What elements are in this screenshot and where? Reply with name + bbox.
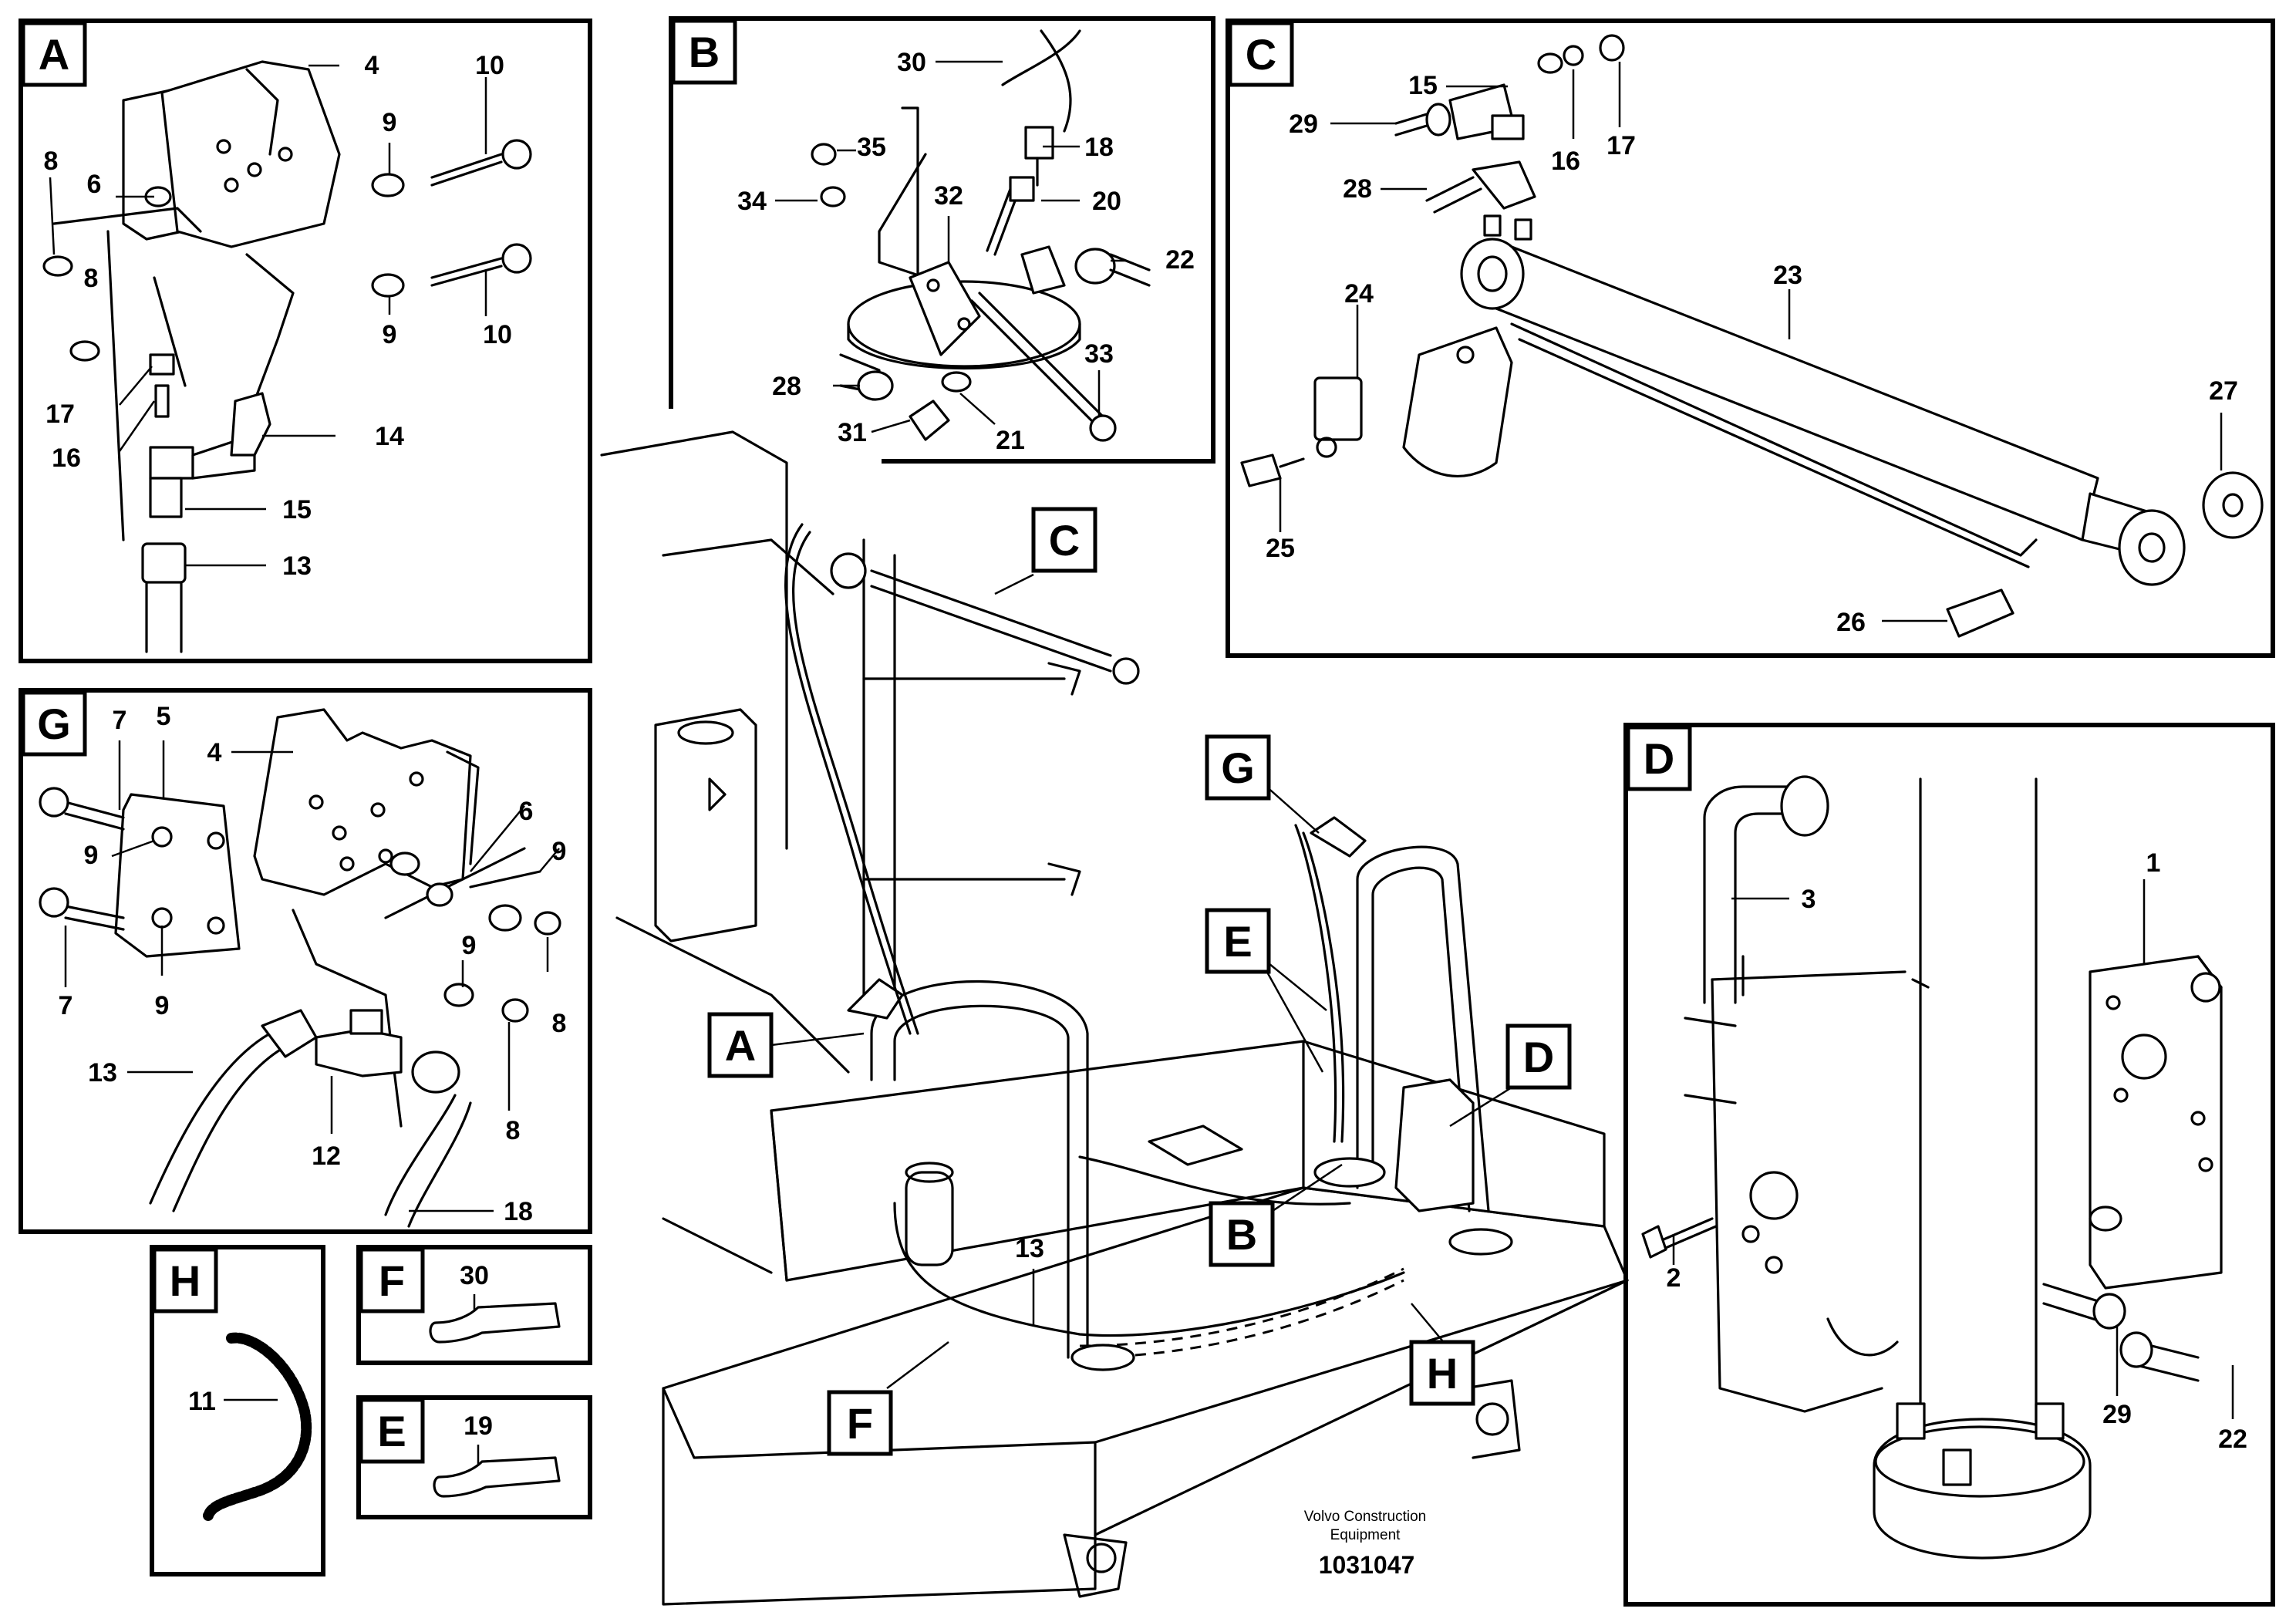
footer-company-line1: Volvo Construction xyxy=(1304,1509,1426,1525)
callout-main-13: 13 xyxy=(1015,1234,1044,1263)
callout-c-28: 28 xyxy=(1343,174,1372,204)
main-assembly-drawing xyxy=(600,430,1629,1606)
callout-b-30: 30 xyxy=(897,48,926,77)
callout-c-29: 29 xyxy=(1289,110,1318,139)
callout-c-15: 15 xyxy=(1408,71,1438,100)
callout-b-22: 22 xyxy=(1165,245,1195,275)
callout-h-11: 11 xyxy=(188,1387,216,1416)
callout-a-10-bottom: 10 xyxy=(483,320,512,349)
callout-d-2: 2 xyxy=(1667,1263,1681,1293)
detail-letter-g: G xyxy=(37,700,71,748)
callout-b-35: 35 xyxy=(857,133,886,162)
marker-d: D xyxy=(1523,1033,1554,1081)
callout-a-6: 6 xyxy=(87,170,102,199)
detail-letter-h: H xyxy=(170,1256,201,1305)
marker-h: H xyxy=(1427,1349,1458,1398)
callout-a-14: 14 xyxy=(375,422,404,451)
detail-view-a: 4 10 9 8 6 8 9 10 17 16 14 15 13 A xyxy=(19,19,592,663)
detail-view-c: 15 29 16 17 28 23 24 27 25 26 C xyxy=(1226,19,2275,658)
callout-b-18: 18 xyxy=(1084,133,1114,162)
callout-c-17: 17 xyxy=(1607,131,1636,160)
detail-letter-a: A xyxy=(39,30,69,79)
callout-c-25: 25 xyxy=(1266,534,1295,563)
callout-d-22: 22 xyxy=(2218,1425,2247,1454)
callout-g-6: 6 xyxy=(519,797,534,826)
callout-d-3: 3 xyxy=(1802,885,1816,914)
callout-d-1: 1 xyxy=(2146,848,2161,878)
callout-g-9-a: 9 xyxy=(84,841,99,870)
footer-doc-number: 1031047 xyxy=(1319,1551,1415,1579)
callout-g-4: 4 xyxy=(207,738,222,767)
callout-g-9-c: 9 xyxy=(462,931,477,960)
callout-e-19: 19 xyxy=(464,1411,493,1441)
detail-view-d: 3 1 2 29 22 D xyxy=(1623,723,2275,1607)
callout-c-23: 23 xyxy=(1773,261,1802,290)
callout-a-16: 16 xyxy=(52,443,81,473)
detail-view-g: 7 5 4 6 9 9 9 7 9 9 8 13 12 8 18 G xyxy=(19,688,592,1234)
callout-c-27: 27 xyxy=(2209,376,2238,406)
detail-letter-c: C xyxy=(1246,30,1276,79)
callout-a-8-mid: 8 xyxy=(84,264,99,293)
detail-view-e: 19 E xyxy=(356,1395,592,1519)
detail-letter-e: E xyxy=(377,1407,406,1455)
callout-a-8-top: 8 xyxy=(44,147,59,176)
callout-b-34: 34 xyxy=(737,187,767,216)
callout-b-32: 32 xyxy=(934,181,963,211)
callout-a-10-top: 10 xyxy=(475,51,504,80)
detail-letter-d: D xyxy=(1644,734,1674,783)
callout-g-7-top: 7 xyxy=(113,706,127,735)
callout-g-8-b: 8 xyxy=(506,1116,521,1145)
callout-a-4: 4 xyxy=(365,51,379,80)
detail-view-b: 30 35 18 34 32 20 22 28 33 31 21 B xyxy=(669,16,1215,464)
callout-c-26: 26 xyxy=(1836,608,1866,637)
callout-g-18: 18 xyxy=(504,1197,533,1226)
callout-a-9-bottom: 9 xyxy=(383,320,397,349)
marker-b: B xyxy=(1226,1210,1257,1259)
callout-c-24: 24 xyxy=(1344,279,1374,309)
callout-g-9-b: 9 xyxy=(552,837,567,866)
detail-view-h: 11 H xyxy=(150,1245,325,1576)
callout-g-5: 5 xyxy=(157,702,171,731)
callout-g-12: 12 xyxy=(312,1141,341,1171)
marker-f: F xyxy=(847,1399,873,1448)
callout-a-15: 15 xyxy=(282,495,312,524)
detail-letter-b: B xyxy=(689,28,720,76)
callout-b-21: 21 xyxy=(996,426,1025,455)
callout-g-9-d: 9 xyxy=(155,991,170,1020)
main-view-markers: C A G E D B F H 13 xyxy=(707,507,1572,1456)
footer-company-line2: Equipment xyxy=(1330,1527,1401,1543)
marker-g: G xyxy=(1221,744,1255,792)
callout-g-7-bottom: 7 xyxy=(59,991,73,1020)
detail-letter-f: F xyxy=(379,1256,405,1305)
detail-view-f: 30 F xyxy=(356,1245,592,1365)
callout-f-30: 30 xyxy=(460,1261,489,1290)
callout-b-20: 20 xyxy=(1092,187,1121,216)
callout-d-29: 29 xyxy=(2102,1400,2132,1429)
marker-a: A xyxy=(725,1021,756,1070)
callout-b-31: 31 xyxy=(838,418,867,447)
callout-a-13: 13 xyxy=(282,551,312,581)
callout-a-17: 17 xyxy=(46,400,75,429)
callout-b-33: 33 xyxy=(1084,339,1114,369)
callout-a-9-top: 9 xyxy=(383,108,397,137)
marker-c: C xyxy=(1049,516,1080,565)
marker-e: E xyxy=(1223,917,1252,966)
callout-c-16: 16 xyxy=(1551,147,1580,176)
callout-g-13: 13 xyxy=(88,1058,117,1088)
callout-b-28: 28 xyxy=(772,372,801,401)
callout-g-8-a: 8 xyxy=(552,1009,567,1038)
footer: Volvo Construction Equipment 1031047 xyxy=(1304,1509,1426,1579)
